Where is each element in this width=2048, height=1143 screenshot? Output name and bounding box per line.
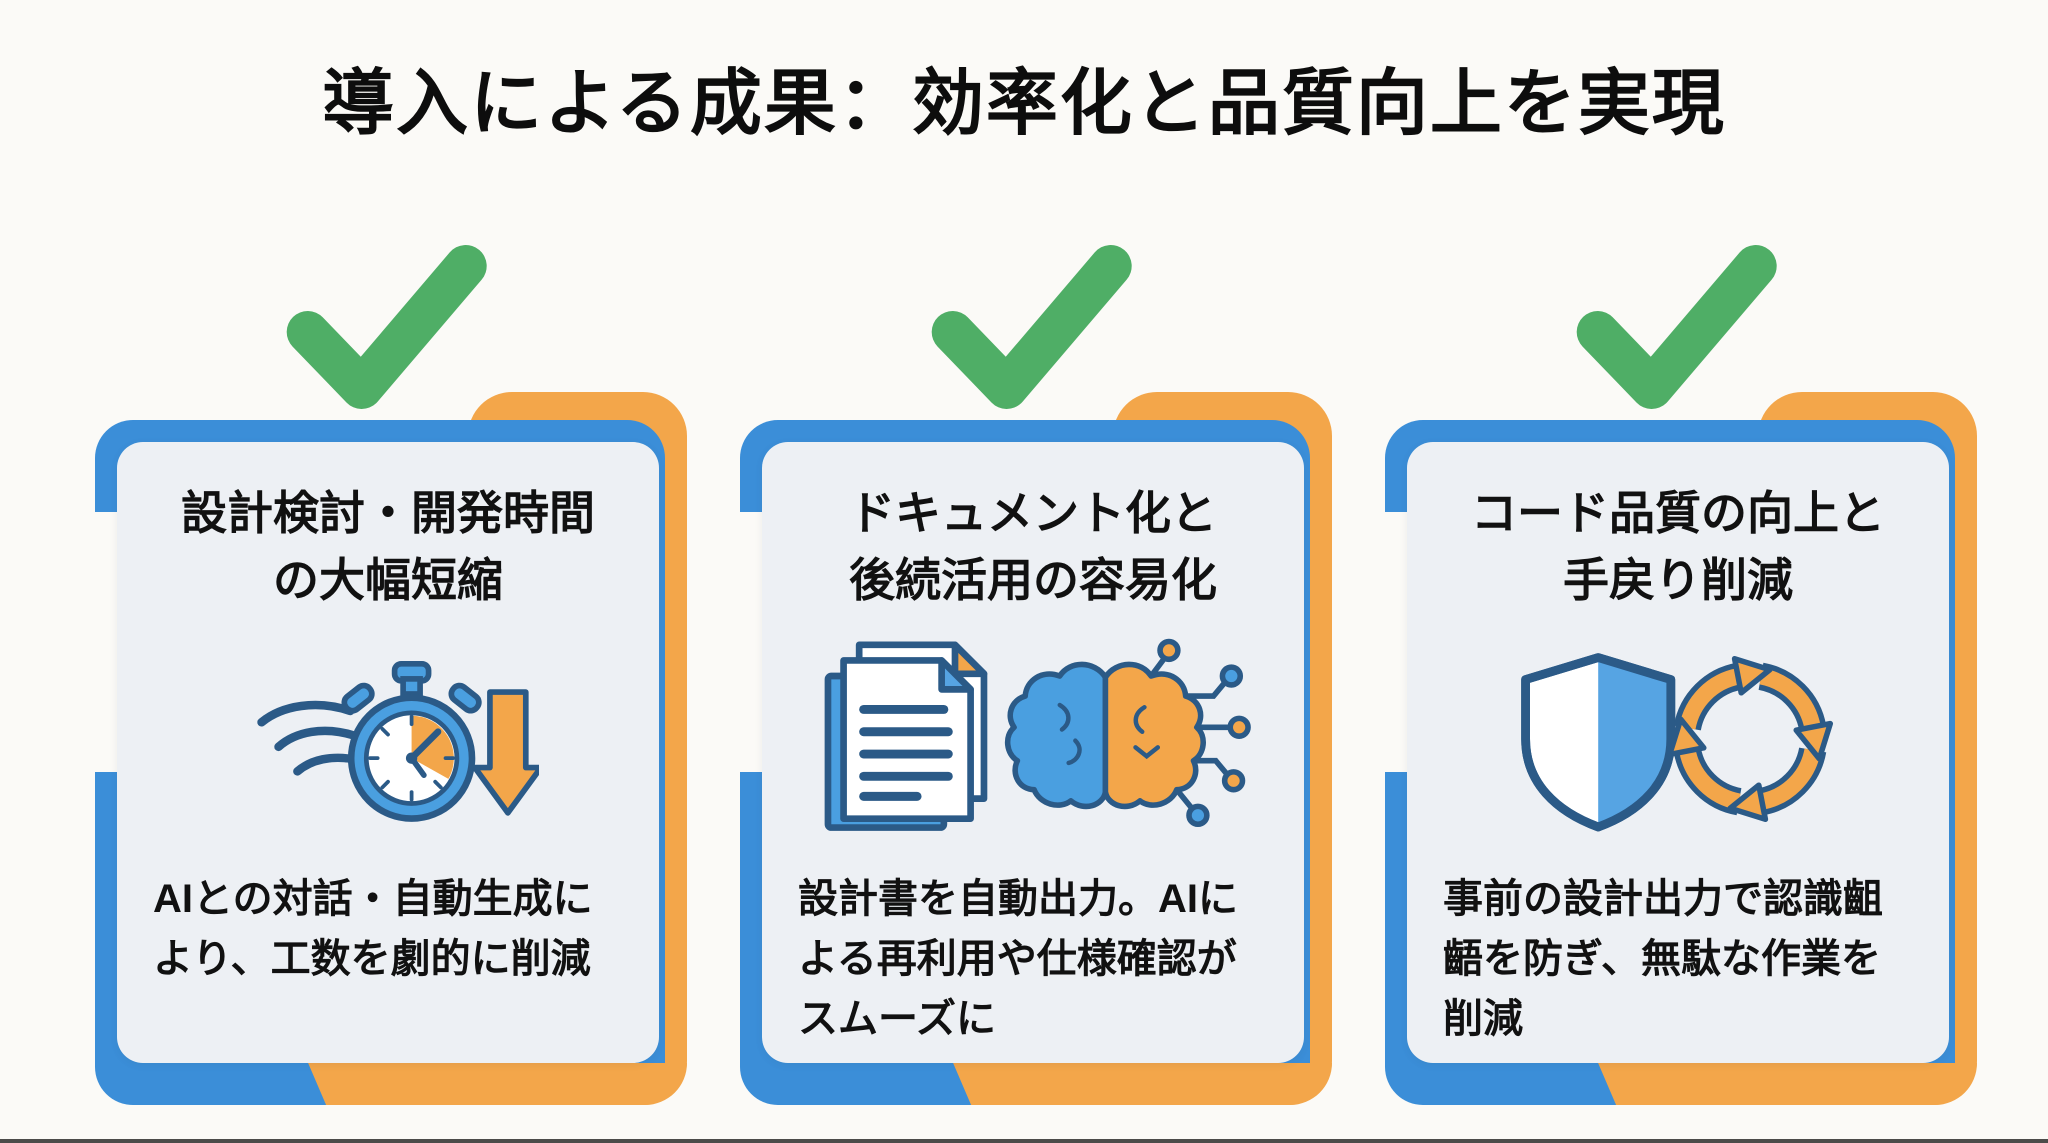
card-title-line2: 手戻り削減 <box>1563 553 1793 606</box>
card-bottom-orange <box>1598 1063 1977 1105</box>
card-documentation: ドキュメント化と 後続活用の容易化 <box>735 245 1332 1105</box>
card-description: 事前の設計出力で認識齟齬を防ぎ、無駄な作業を削減 <box>1443 877 1883 1042</box>
documents-ai-brain-icon <box>762 619 1304 869</box>
ai-brain-icon <box>1004 639 1251 828</box>
border-gap <box>1380 512 1410 772</box>
border-gap <box>90 512 120 772</box>
card-title-line1: 設計検討・開発時間 <box>181 487 595 539</box>
shield-icon <box>1520 653 1675 832</box>
winged-stopwatch-down-arrow-icon <box>117 619 659 869</box>
documents-icon <box>824 641 988 832</box>
refresh-arrows-icon <box>1666 655 1833 822</box>
card-body: 設計検討・開発時間 の大幅短縮 <box>117 442 659 1063</box>
card-title-line2: 後続活用の容易化 <box>849 553 1217 606</box>
card-description: AIとの対話・自動生成により、工数を劇的に削減 <box>153 877 593 982</box>
card-title-line1: コード品質の向上と <box>1471 487 1885 539</box>
border-gap <box>735 512 765 772</box>
card-title-line2: の大幅短縮 <box>273 553 503 606</box>
down-arrow-icon <box>471 689 539 817</box>
shield-refresh-arrows-icon <box>1407 619 1949 869</box>
card-title: コード品質の向上と 手戻り削減 <box>1407 480 1949 613</box>
page-title: 導入による成果：効率化と品質向上を実現 <box>322 64 1726 144</box>
card-title-line1: ドキュメント化と <box>849 487 1217 539</box>
check-icon <box>931 245 1132 409</box>
bottom-edge-line <box>0 1139 2048 1143</box>
card-code-quality: コード品質の向上と 手戻り削減 <box>1380 245 1977 1105</box>
card-title: 設計検討・開発時間 の大幅短縮 <box>117 480 659 613</box>
card-bottom-orange <box>953 1063 1332 1105</box>
wing-icon <box>257 701 363 776</box>
check-icon <box>286 245 487 409</box>
stopwatch-icon <box>341 661 482 823</box>
card-title: ドキュメント化と 後続活用の容易化 <box>762 480 1304 613</box>
card-bottom-orange <box>308 1063 687 1105</box>
check-icon <box>1576 245 1777 409</box>
card-body: ドキュメント化と 後続活用の容易化 <box>762 442 1304 1063</box>
card-description: 設計書を自動出力。AIによる再利用や仕様確認がスムーズに <box>798 877 1238 1042</box>
card-time-reduction: 設計検討・開発時間 の大幅短縮 <box>90 245 687 1105</box>
card-body: コード品質の向上と 手戻り削減 <box>1407 442 1949 1063</box>
